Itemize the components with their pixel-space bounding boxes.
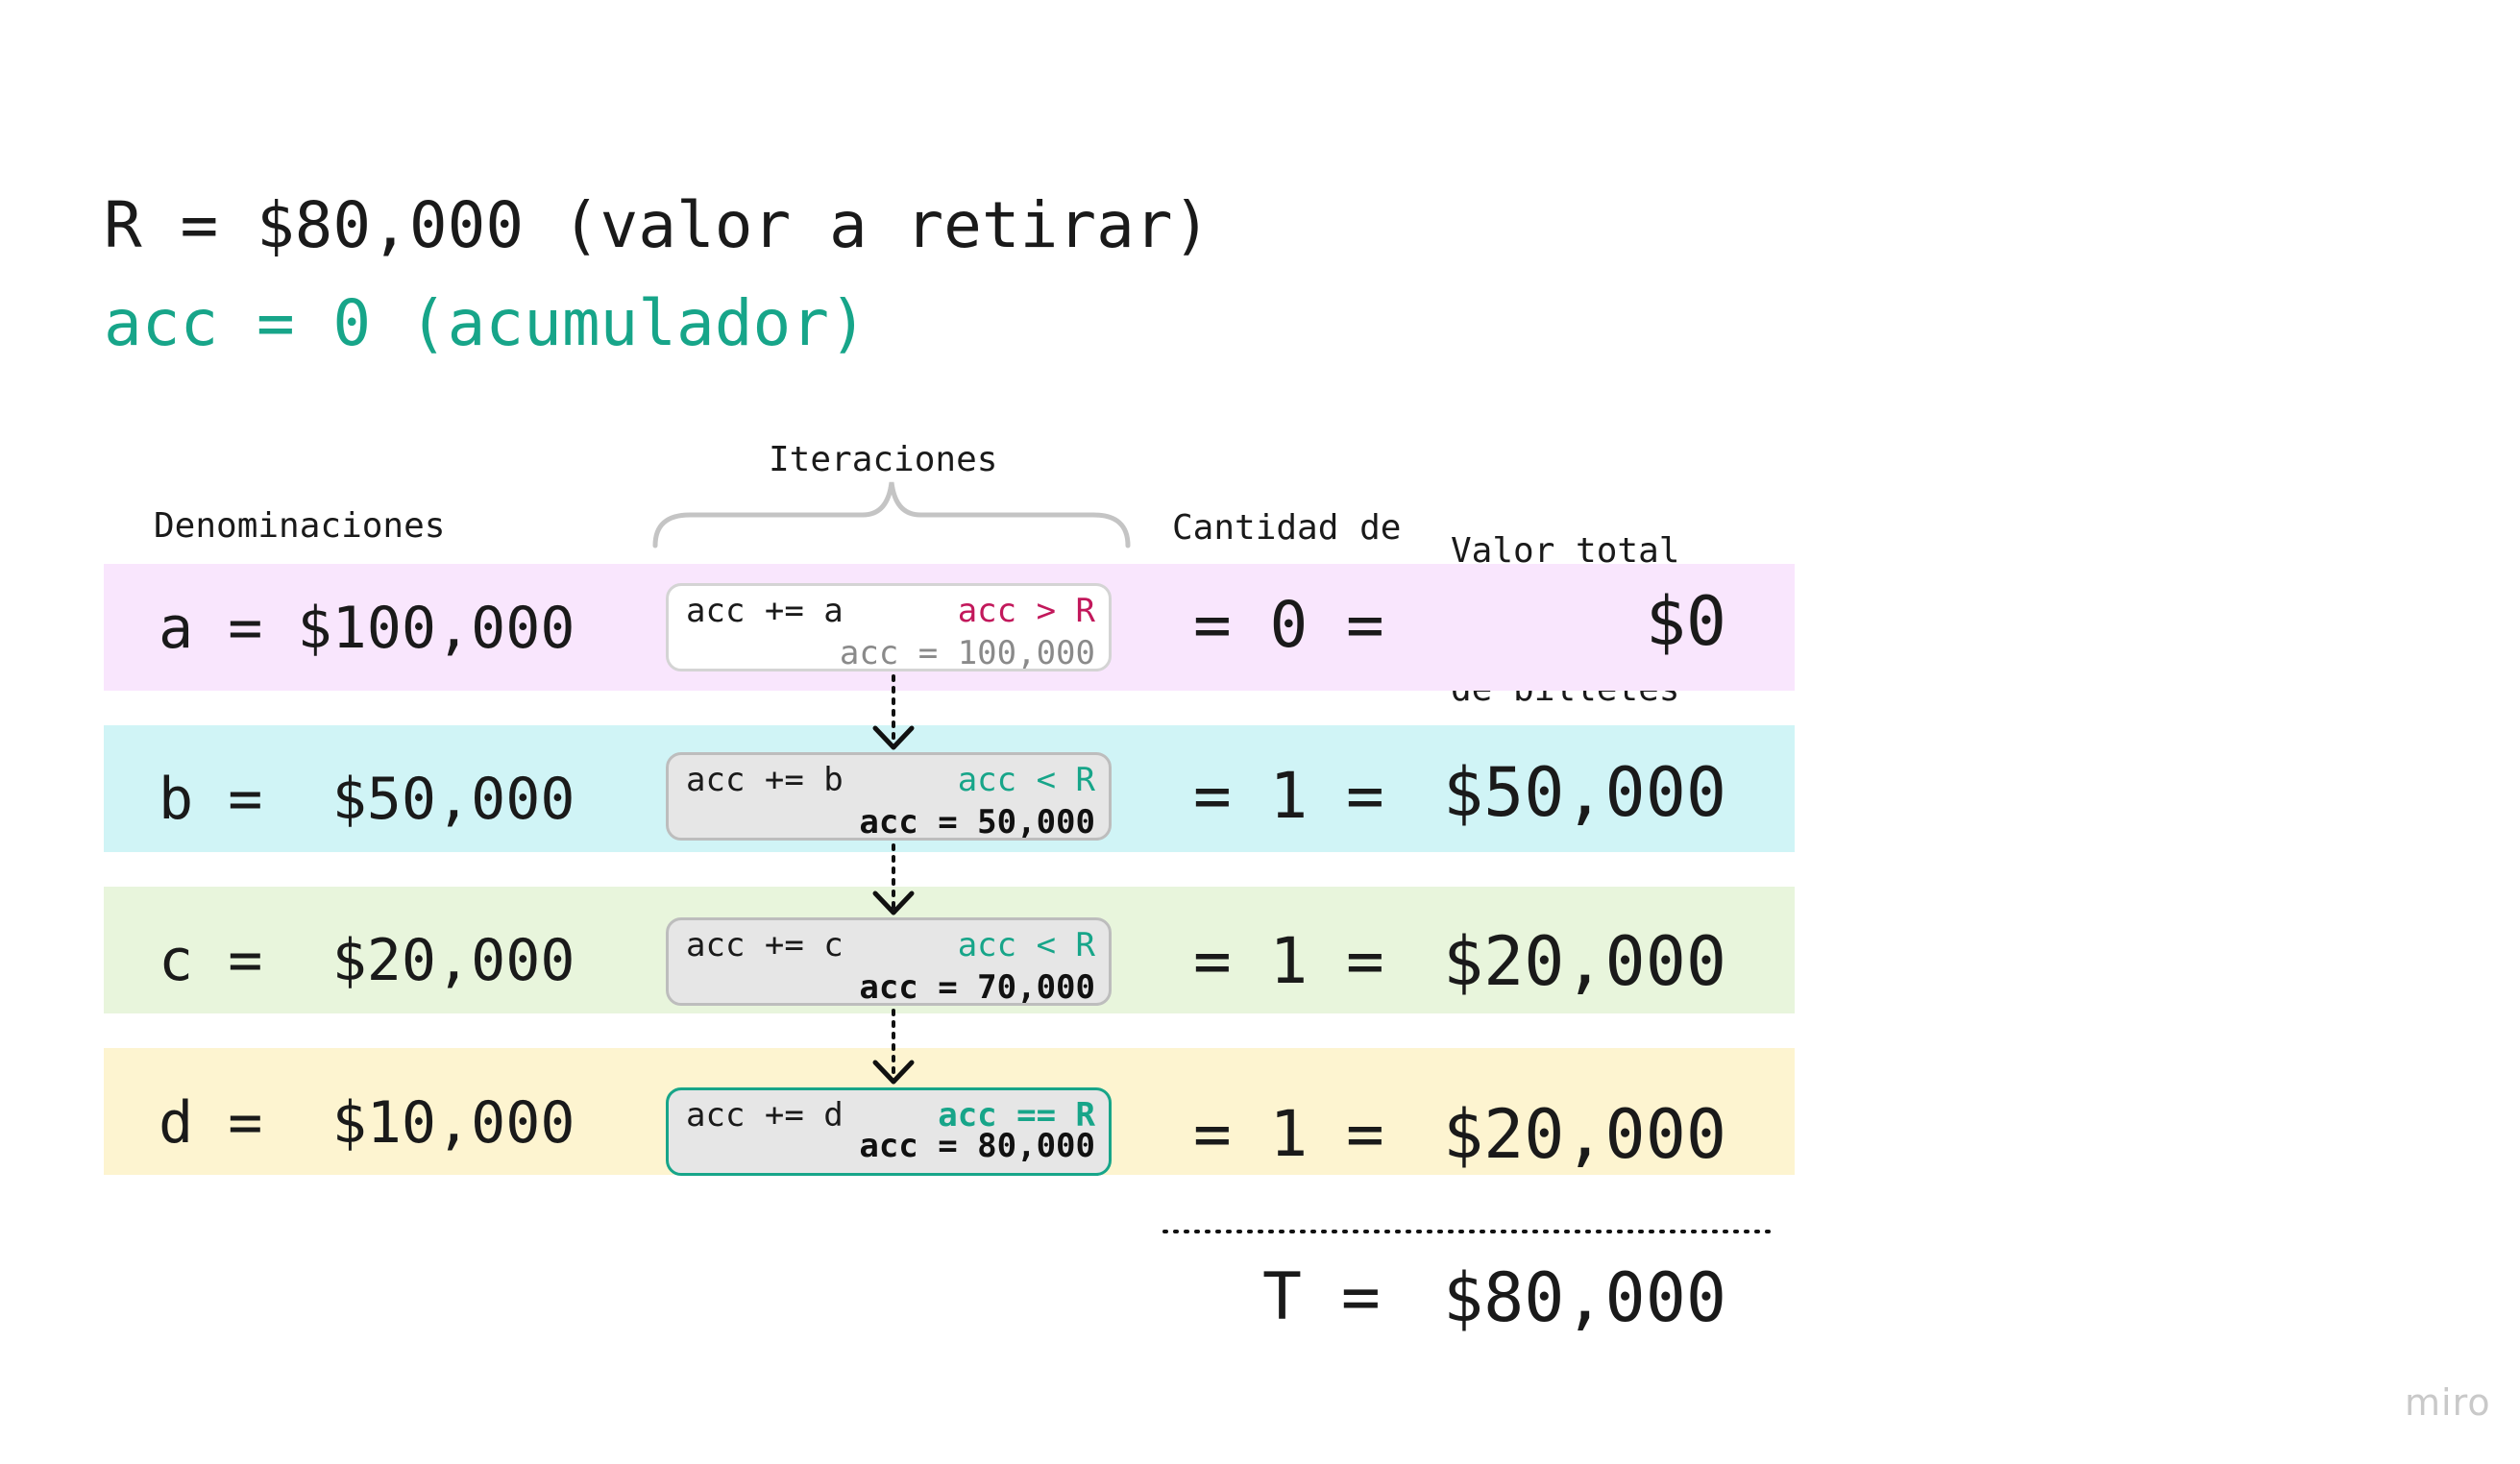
flow-arrow-b-c (872, 843, 915, 915)
column-header-iteraciones: Iteraciones (769, 440, 998, 479)
iteration-comparison: acc > R (957, 592, 1095, 630)
total-label: T = (1262, 1259, 1381, 1335)
bill-count-c: = 1 = (1193, 924, 1384, 998)
column-header-denominaciones: Denominaciones (154, 506, 446, 546)
iteration-comparison: acc == R (938, 1096, 1095, 1135)
iteration-op: acc += c (686, 926, 844, 964)
column-header-cantidad-line-1: Cantidad de (1172, 508, 1402, 548)
bill-total-c: $20,000 (1442, 922, 1726, 1001)
denomination-a: a = $100,000 (159, 595, 575, 662)
bill-count-a: = 0 = (1193, 588, 1384, 662)
flow-arrow-c-d (872, 1009, 915, 1085)
denomination-b: b = $50,000 (159, 766, 575, 833)
denomination-c: c = $20,000 (159, 927, 575, 994)
miro-watermark: miro (2405, 1381, 2491, 1424)
iteration-comparison: acc < R (957, 761, 1095, 799)
bill-total-b: $50,000 (1442, 753, 1726, 832)
total-value: $80,000 (1442, 1258, 1726, 1337)
iteration-box-a: acc += a acc > R acc = 100,000 (666, 583, 1112, 672)
flow-arrow-a-b (872, 674, 915, 750)
bill-total-d: $20,000 (1442, 1095, 1726, 1174)
iteration-acc-value: acc = 50,000 (859, 803, 1095, 842)
iteration-box-b: acc += b acc < R acc = 50,000 (666, 752, 1112, 842)
iteration-acc-value: acc = 80,000 (859, 1127, 1095, 1165)
iterations-brace (652, 481, 1131, 549)
iteration-op: acc += d (686, 1096, 844, 1135)
iteration-box-c: acc += c acc < R acc = 70,000 (666, 917, 1112, 1007)
iteration-box-d: acc += d acc == R acc = 80,000 (666, 1087, 1112, 1176)
denomination-d: d = $10,000 (159, 1089, 575, 1157)
accumulator-line: acc = 0 (acumulador) (104, 286, 868, 360)
bill-count-b: = 1 = (1193, 759, 1384, 833)
iteration-acc-value: acc = 70,000 (859, 968, 1095, 1007)
sum-separator-line (1162, 1230, 1777, 1233)
iteration-op: acc += b (686, 761, 844, 799)
bill-total-a: $0 (1645, 582, 1726, 661)
iteration-op: acc += a (686, 592, 844, 630)
iteration-comparison: acc < R (957, 926, 1095, 964)
bill-count-d: = 1 = (1193, 1097, 1384, 1171)
withdraw-amount-line: R = $80,000 (valor a retirar) (104, 188, 1211, 262)
iteration-acc-value: acc = 100,000 (839, 634, 1095, 672)
